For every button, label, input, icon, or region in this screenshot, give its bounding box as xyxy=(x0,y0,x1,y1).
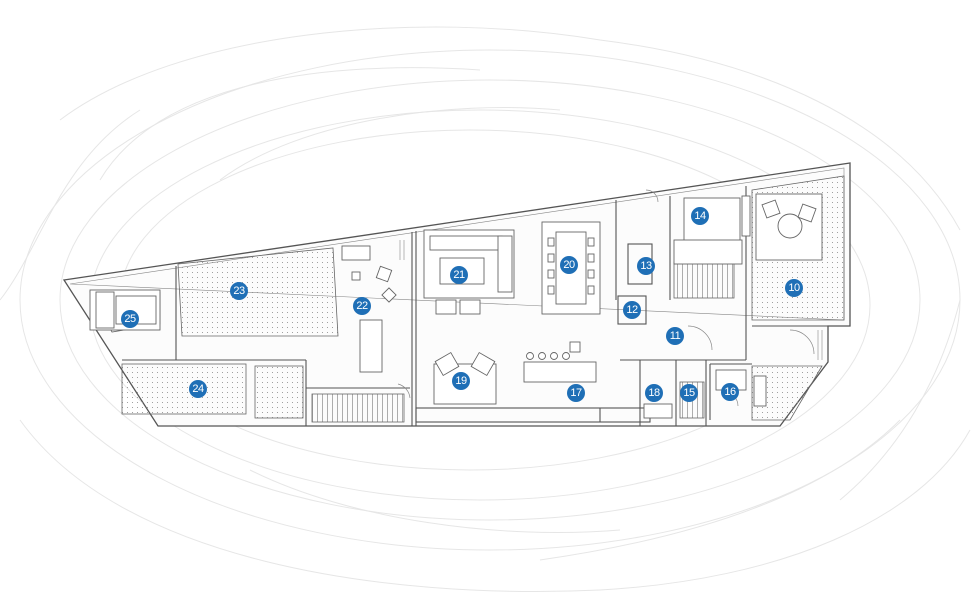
glazing xyxy=(399,240,823,360)
room-13-marker[interactable]: 13 xyxy=(637,257,655,275)
room-10-marker[interactable]: 10 xyxy=(785,279,803,297)
room-24-marker[interactable]: 24 xyxy=(189,380,207,398)
room-25-marker[interactable]: 25 xyxy=(121,310,139,328)
room-22-marker[interactable]: 22 xyxy=(353,297,371,315)
room-20-marker[interactable]: 20 xyxy=(560,256,578,274)
room-14-marker[interactable]: 14 xyxy=(691,207,709,225)
room-18-marker[interactable]: 18 xyxy=(645,384,663,402)
room-23-marker[interactable]: 23 xyxy=(230,282,248,300)
room-12-marker[interactable]: 12 xyxy=(623,301,641,319)
room-21-marker[interactable]: 21 xyxy=(450,266,468,284)
room-11-marker[interactable]: 11 xyxy=(666,327,684,345)
room-16-marker[interactable]: 16 xyxy=(721,383,739,401)
room-15-marker[interactable]: 15 xyxy=(680,384,698,402)
room-19-marker[interactable]: 19 xyxy=(452,372,470,390)
room-17-marker[interactable]: 17 xyxy=(567,384,585,402)
